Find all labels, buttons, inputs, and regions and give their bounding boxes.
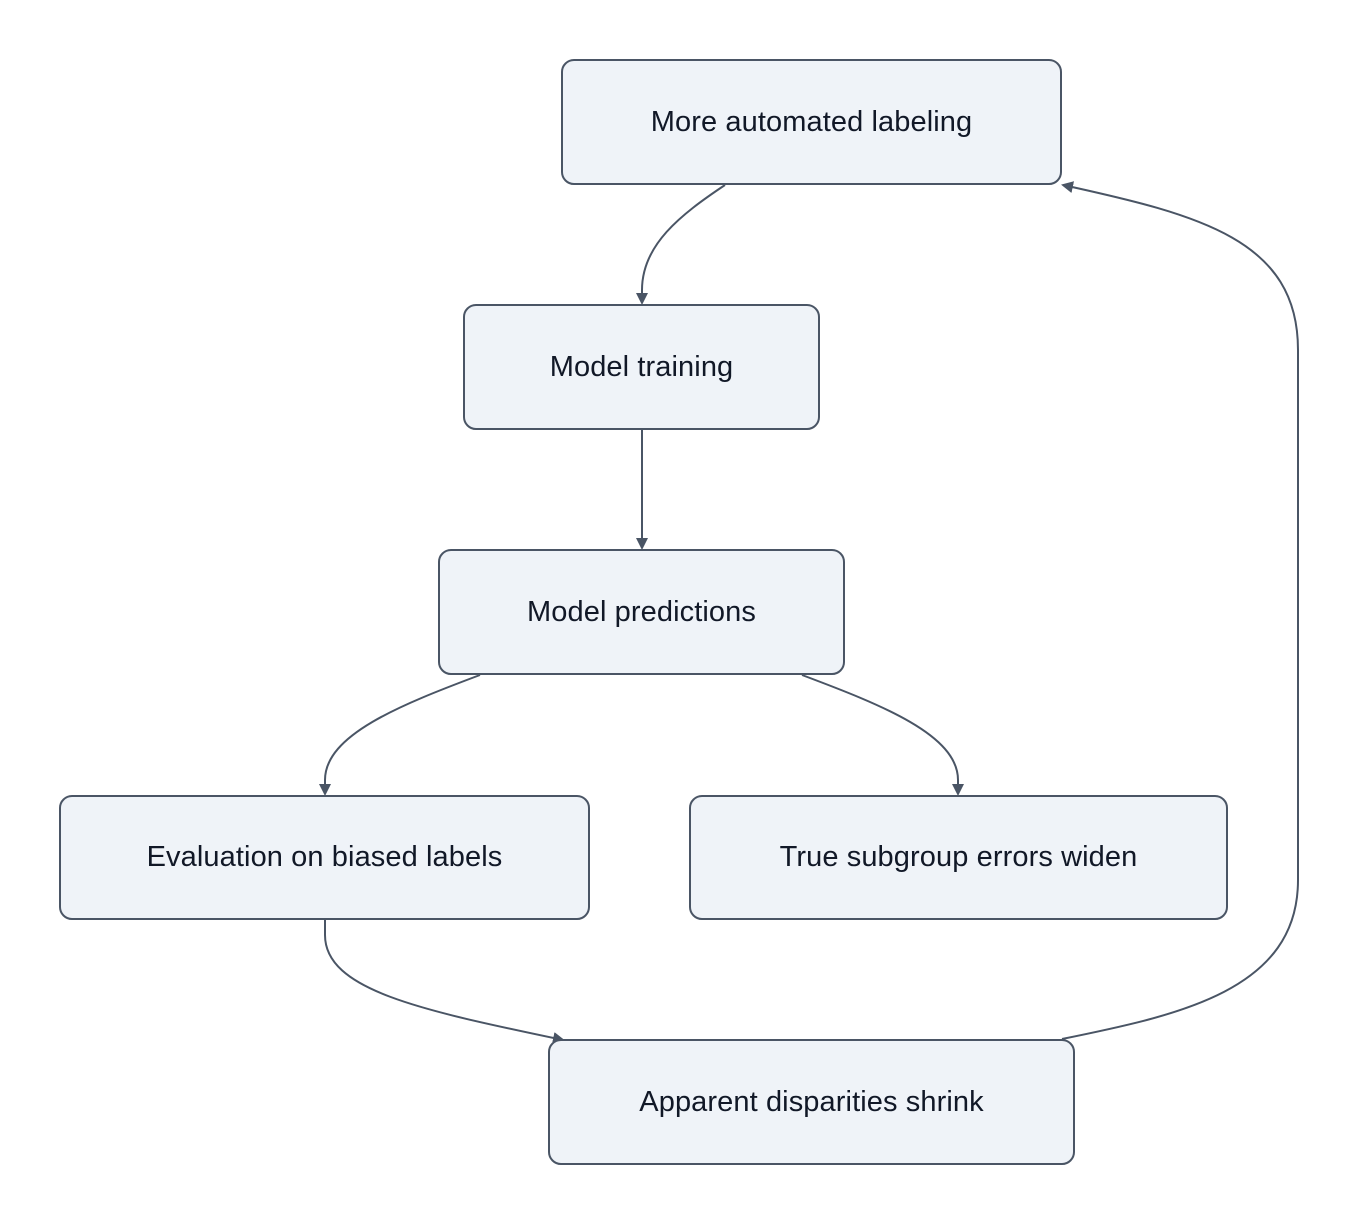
node-label: Evaluation on biased labels <box>146 841 503 873</box>
node-label: More automated labeling <box>650 105 973 138</box>
node-label: Apparent disparities shrink <box>639 1085 984 1118</box>
node-label: Model training <box>549 350 734 383</box>
node-evaluation-on-biased-labels: Evaluation on biased labels <box>59 795 590 920</box>
edge-labeling-to-training <box>636 184 726 305</box>
node-label: True subgroup errors widen <box>779 841 1138 873</box>
node-more-automated-labeling: More automated labeling <box>561 59 1062 185</box>
edge-shrink-to-labeling <box>1061 181 1299 1040</box>
edge-predictions-to-evaluation <box>319 674 481 796</box>
node-apparent-disparities-shrink: Apparent disparities shrink <box>548 1039 1075 1165</box>
node-true-subgroup-errors-widen: True subgroup errors widen <box>689 795 1228 920</box>
edge-predictions-to-errors <box>801 674 964 796</box>
node-model-predictions: Model predictions <box>438 549 845 675</box>
node-model-training: Model training <box>463 304 820 430</box>
node-label: Model predictions <box>527 595 756 628</box>
edge-evaluation-to-shrink <box>324 920 565 1044</box>
